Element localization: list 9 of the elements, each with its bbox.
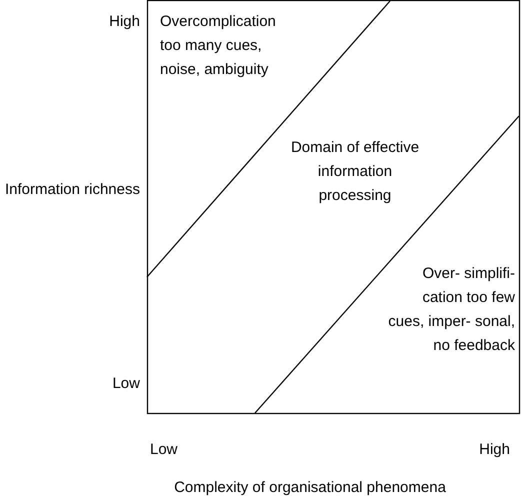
axis-title: Complexity of organisational phenomena (173, 478, 447, 498)
axis-tick-label: High (478, 440, 510, 460)
axis-tick-label: High (108, 12, 140, 32)
axis-tick-label: Low (111, 374, 140, 394)
region-label: Over- simplifi- cation too few cues, imper- sonal, no feedback (387, 264, 515, 356)
region-label: Domain of effective information processing (290, 138, 420, 206)
axis-title: Information richness (4, 180, 140, 200)
axis-tick-label: Low (150, 440, 179, 460)
region-label: Overcomplication too many cues, noise, ambiguity (160, 12, 277, 80)
